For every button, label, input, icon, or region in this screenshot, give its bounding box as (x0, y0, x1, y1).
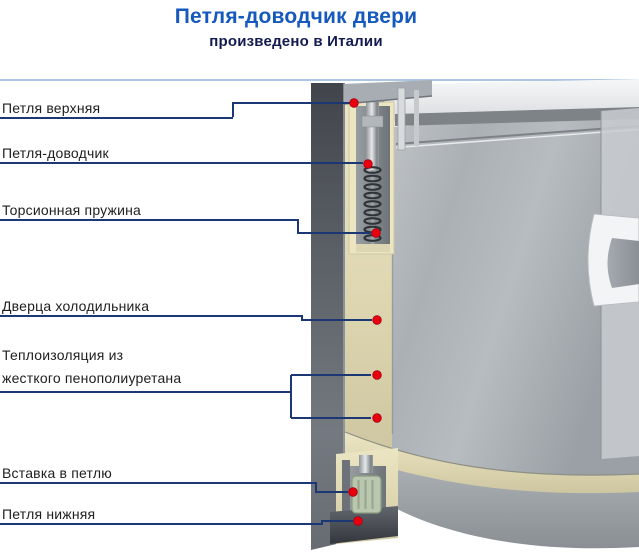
callout-dots (348, 98, 382, 526)
callout-label-door: Дверца холодильника (2, 298, 150, 314)
callout-label-spring: Торсионная пружина (2, 202, 142, 218)
callout-label-insulation-line2: жесткого пенополиуретана (2, 370, 182, 386)
door-handle-recess (587, 213, 639, 307)
insulation-curve-band (344, 431, 639, 494)
page-title: Петля-доводчик двери (174, 5, 418, 28)
liner-plate-2 (414, 90, 419, 146)
bottom-hinge-assembly (330, 448, 398, 544)
callout-label-bottom-hinge: Петля нижняя (2, 506, 96, 522)
leader-lines (150, 102, 372, 525)
callout-label-insert: Вставка в петлю (2, 465, 112, 481)
door-face (345, 109, 639, 476)
callout-dot (349, 98, 359, 108)
callout-dot (372, 370, 382, 380)
callout-dot (363, 159, 373, 169)
door-bottom-outer-skin (345, 452, 639, 549)
door-top-gap (395, 107, 639, 126)
callout-dot (353, 516, 363, 526)
callout-dot (348, 487, 358, 497)
header: Петля-доводчик двери произведено в Итали… (0, 0, 592, 51)
torsion-spring-coils (363, 166, 382, 242)
bottom-hinge-plate (330, 506, 398, 544)
callout-dot (372, 315, 382, 325)
liner-plate (397, 87, 406, 151)
top-hinge-assembly (343, 80, 433, 255)
hinge-insert (351, 475, 382, 514)
callout-label-insulation-line1: Теплоизоляция из (2, 347, 124, 363)
closer-rod (366, 84, 379, 172)
callout-label-top-hinge: Петля верхняя (2, 100, 101, 116)
label-underlines (0, 117, 252, 525)
callout-dot (372, 413, 382, 423)
page-subtitle: произведено в Италии (209, 33, 383, 50)
callout-dot (371, 228, 381, 238)
closer-collar (361, 115, 384, 128)
hinge-pin (359, 455, 373, 473)
header-divider (0, 79, 639, 81)
callout-label-closer: Петля-доводчик (2, 145, 109, 161)
